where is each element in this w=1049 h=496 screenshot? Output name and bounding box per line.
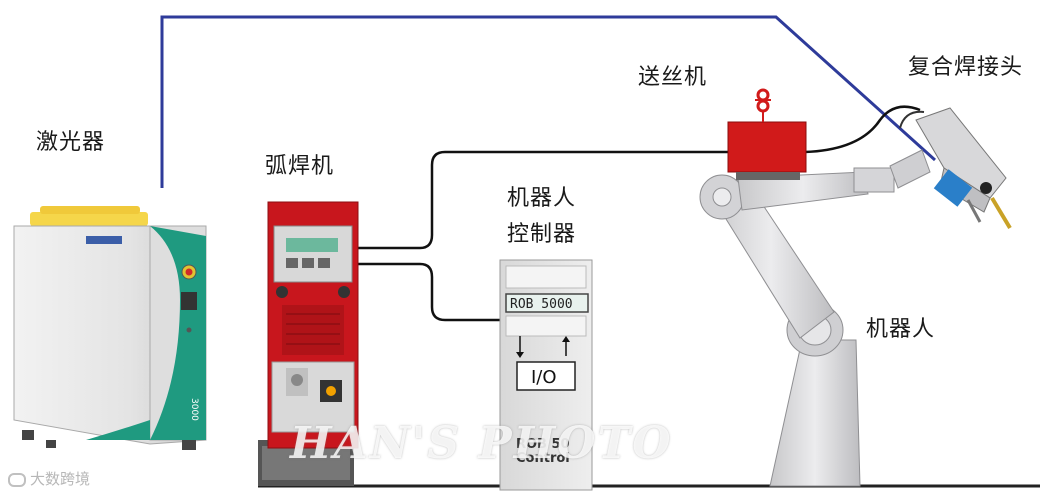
controller-io-label: I/O (531, 367, 557, 388)
robot-controller-label-line1: 机器人 (507, 186, 577, 211)
controller-model-label: ROB 5000 (510, 297, 573, 312)
controller-footer-line2: Control (516, 451, 570, 466)
robot-controller-label-line2: 控制器 (507, 222, 577, 247)
robot-controller: ROB 5000 I/O ROB 50 Control (499, 259, 593, 491)
corner-watermark-text: 大数跨境 (30, 470, 91, 488)
industrial-robot (699, 149, 931, 487)
hybrid-head-label: 复合焊接头 (908, 55, 1024, 80)
wire-feeder (727, 88, 807, 180)
laser-label: 激光器 (36, 130, 106, 155)
laser-side-label: 3000 (189, 398, 199, 421)
feeder-to-head-cable (804, 105, 921, 154)
laser-fiber (160, 15, 937, 188)
welder-to-controller-cable (358, 262, 506, 322)
arc-welder-label: 弧焊机 (265, 154, 335, 179)
wire-feeder-label: 送丝机 (638, 65, 708, 90)
welder-to-feeder-cable (358, 150, 730, 250)
corner-watermark: 大数跨境 (8, 468, 90, 489)
controller-footer-line1: ROB 50 (516, 437, 570, 452)
arc-welder (258, 201, 359, 486)
watermark-text: HAN'S PHOTO (290, 418, 673, 469)
robot-label: 机器人 (866, 317, 936, 342)
corner-logo-icon (8, 472, 26, 487)
hybrid-welding-head (899, 107, 1012, 230)
laser-unit: 3000 (13, 206, 207, 450)
